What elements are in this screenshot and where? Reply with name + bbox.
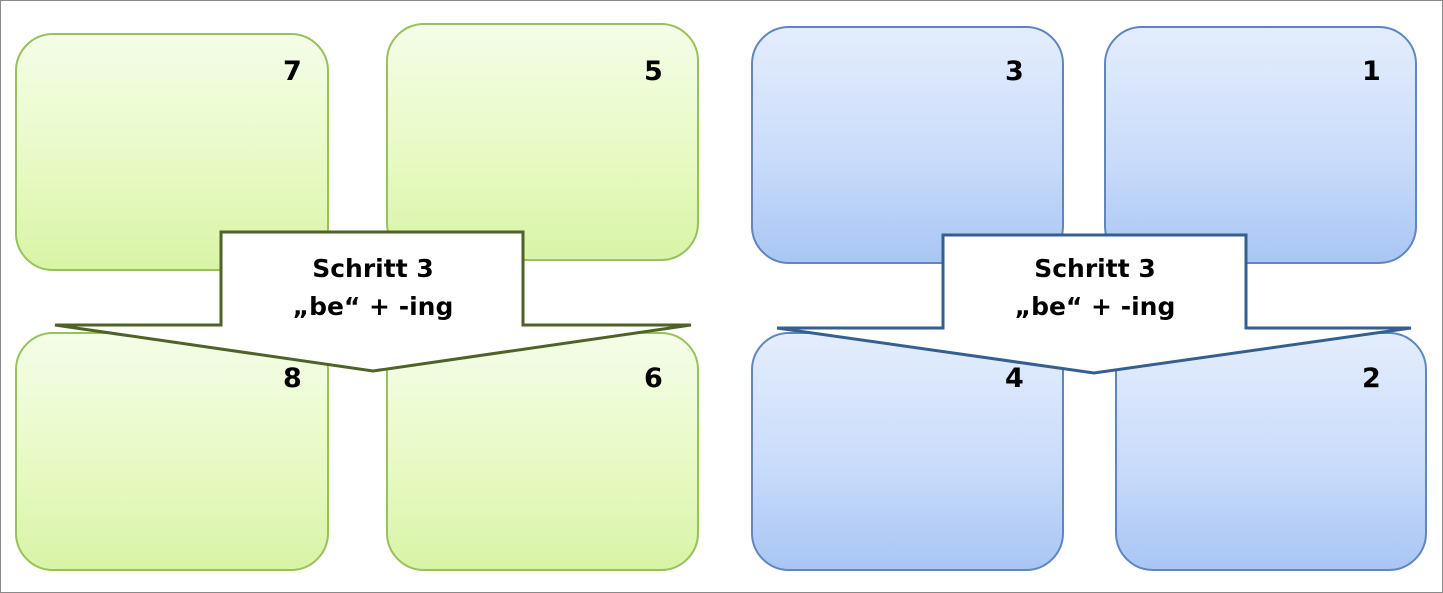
box-number-2: 2 bbox=[1362, 363, 1381, 394]
right-arrow-shape bbox=[776, 233, 1412, 375]
box-top-right bbox=[1104, 26, 1417, 264]
box-top-right bbox=[386, 23, 699, 261]
left-arrow-subtitle: „be“ + -ing bbox=[292, 292, 454, 321]
box-number-1: 1 bbox=[1362, 56, 1381, 87]
left-arrow-title: Schritt 3 bbox=[312, 254, 434, 283]
box-number-5: 5 bbox=[644, 56, 663, 87]
box-number-3: 3 bbox=[1005, 56, 1024, 87]
right-arrow-label: Schritt 3 „be“ + -ing bbox=[945, 250, 1245, 326]
box-number-7: 7 bbox=[283, 56, 302, 87]
box-bottom-left bbox=[15, 332, 329, 571]
box-number-6: 6 bbox=[644, 363, 663, 394]
left-arrow-shape bbox=[54, 230, 692, 373]
box-number-8: 8 bbox=[283, 363, 302, 394]
left-arrow-label: Schritt 3 „be“ + -ing bbox=[223, 250, 523, 326]
box-top-left bbox=[751, 26, 1064, 264]
box-number-4: 4 bbox=[1005, 363, 1024, 394]
right-arrow-subtitle: „be“ + -ing bbox=[1014, 292, 1176, 321]
box-bottom-right bbox=[1115, 332, 1427, 571]
box-bottom-left bbox=[751, 332, 1064, 571]
right-arrow-title: Schritt 3 bbox=[1034, 254, 1156, 283]
box-bottom-right bbox=[386, 332, 699, 571]
